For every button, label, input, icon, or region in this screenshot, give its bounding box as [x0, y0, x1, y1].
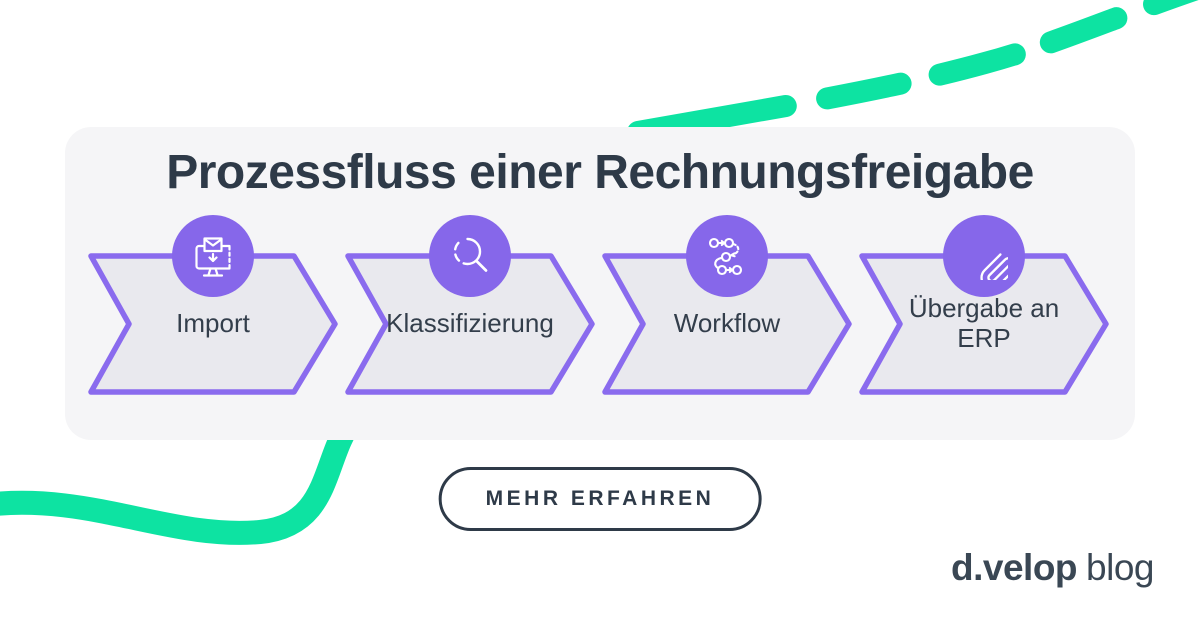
step-label: Workflow — [673, 308, 781, 339]
chevron-shape — [345, 253, 595, 395]
logo-suffix-text: blog — [1086, 547, 1154, 588]
process-card: Prozessfluss einer Rechnungsfreigabe — [65, 127, 1135, 440]
step-label: Klassifizierung — [386, 308, 554, 339]
magnifier-icon — [453, 237, 488, 272]
workflow-icon — [708, 237, 743, 276]
step-label: Import — [176, 308, 250, 339]
page-title: Prozessfluss einer Rechnungsfreigabe — [166, 146, 1034, 199]
step-icon-circle — [172, 215, 254, 297]
process-step-workflow: Workflow — [602, 215, 852, 395]
mehr-erfahren-button[interactable]: MEHR ERFAHREN — [438, 467, 762, 531]
chevron-shape — [859, 253, 1109, 395]
step-icon-circle — [943, 215, 1025, 297]
chevron-shape — [602, 253, 852, 395]
wavy-line-decoration — [0, 408, 364, 545]
step-icon-circle — [686, 215, 768, 297]
dashed-curve-decoration — [627, 0, 1199, 143]
process-step-klassifizierung: Klassifizierung — [345, 215, 595, 395]
mail-import-icon — [195, 237, 231, 277]
process-steps-row: Import Klassifizierung — [88, 215, 1109, 395]
logo-brand-text: d.velop — [951, 547, 1078, 588]
paperclip-icon — [980, 253, 1008, 280]
process-step-import: Import — [88, 215, 338, 395]
chevron-shape — [88, 253, 338, 395]
step-label: Übergabe an ERP — [908, 293, 1060, 353]
step-icon-circle — [429, 215, 511, 297]
process-step-uebergabe-erp: Übergabe an ERP — [859, 215, 1109, 395]
